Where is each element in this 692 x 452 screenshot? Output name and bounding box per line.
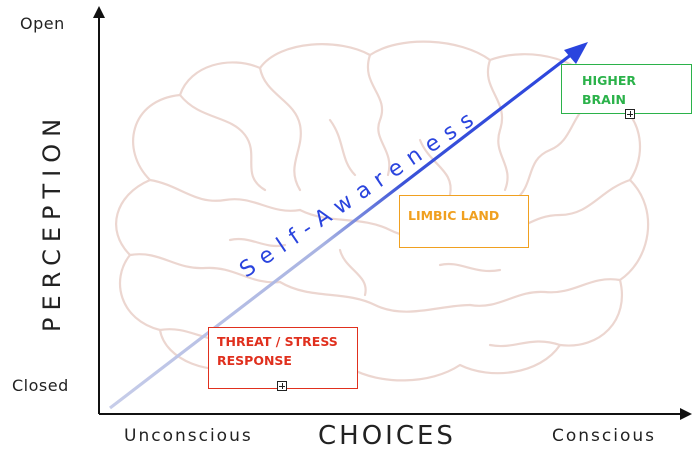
y-axis-title: PERCEPTION bbox=[38, 111, 66, 332]
self-awareness-arrow bbox=[109, 42, 588, 410]
x-axis-right-label: Conscious bbox=[552, 426, 657, 446]
threat-stress-box: THREAT / STRESS RESPONSE bbox=[208, 327, 358, 389]
self-awareness-label: Self-Awareness bbox=[235, 103, 485, 283]
higher-brain-box: HIGHER BRAIN bbox=[561, 64, 692, 114]
y-axis-top-label: Open bbox=[20, 14, 65, 33]
limbic-box-title: LIMBIC LAND bbox=[408, 208, 500, 223]
threat-expand-plus-box-icon[interactable] bbox=[277, 381, 287, 391]
limbic-land-box: LIMBIC LAND bbox=[399, 195, 529, 248]
threat-box-line2: RESPONSE bbox=[217, 353, 292, 369]
self-awareness-shaft bbox=[109, 52, 573, 410]
axes bbox=[93, 6, 692, 420]
x-axis-title: CHOICES bbox=[318, 421, 456, 451]
higher-expand-plus-box-icon[interactable] bbox=[625, 109, 635, 119]
higher-box-title: HIGHER BRAIN bbox=[582, 73, 636, 108]
self-awareness-arrowhead bbox=[564, 42, 588, 64]
y-axis-bottom-label: Closed bbox=[12, 376, 69, 395]
y-axis-arrowhead bbox=[93, 6, 105, 18]
brain-outline bbox=[115, 40, 650, 383]
threat-box-line1: THREAT / STRESS bbox=[217, 334, 338, 349]
x-axis-left-label: Unconscious bbox=[124, 426, 253, 446]
x-axis-arrowhead bbox=[680, 408, 692, 420]
